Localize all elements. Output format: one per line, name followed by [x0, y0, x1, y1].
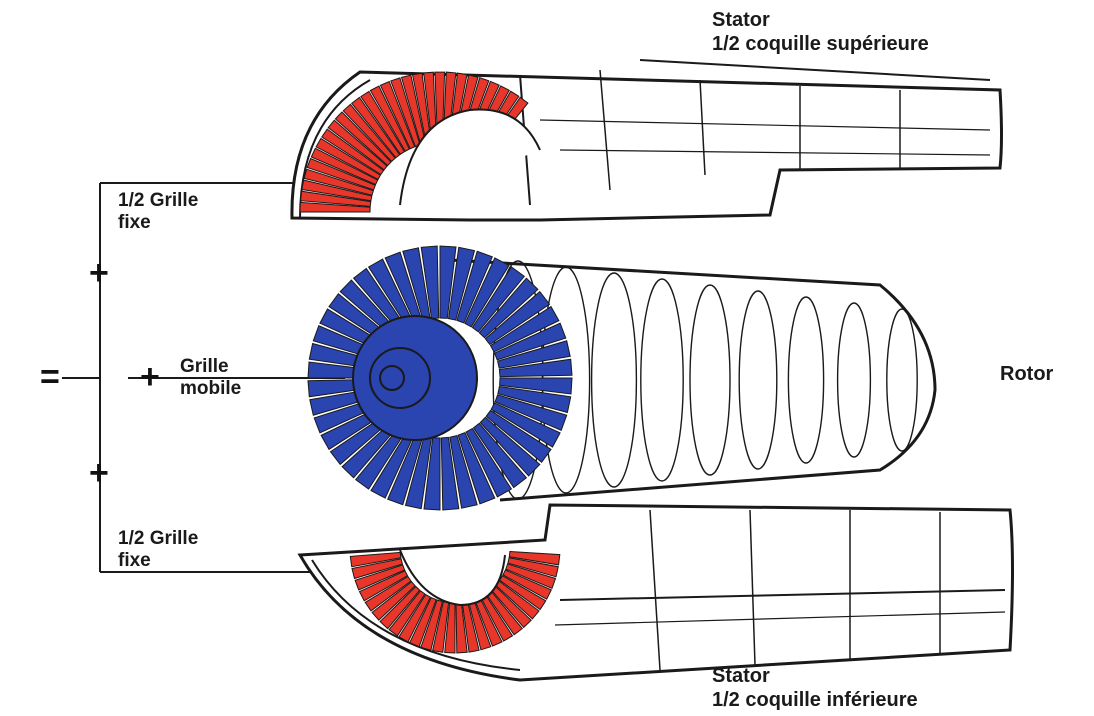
- upper-stator-half-shell: [292, 60, 1002, 220]
- lower-stator-subtitle: 1/2 coquille inférieure: [712, 690, 918, 711]
- upper-fixed-grille-label-line1: 1/2 Grille: [118, 190, 198, 211]
- lower-fixed-grille-label-line1: 1/2 Grille: [118, 528, 198, 549]
- plus-symbol-top: +: [89, 256, 109, 290]
- lower-stator-title: Stator: [712, 666, 770, 687]
- upper-fixed-grille-label-line2: fixe: [118, 212, 151, 233]
- plus-symbol-bottom: +: [89, 456, 109, 490]
- upper-stator-title: Stator: [712, 10, 770, 31]
- moving-grille-label-line2: mobile: [180, 378, 241, 399]
- rotor-label: Rotor: [1000, 364, 1053, 385]
- lower-fixed-grille-label-line2: fixe: [118, 550, 151, 571]
- rotor-assembly: [308, 246, 935, 510]
- upper-stator-subtitle: 1/2 coquille supérieure: [712, 34, 929, 55]
- lower-stator-half-shell: [300, 505, 1013, 680]
- moving-grille-label-line1: Grille: [180, 356, 229, 377]
- equals-symbol: =: [40, 360, 60, 394]
- rotor-hub-bore: [380, 366, 404, 390]
- plus-symbol-middle: +: [140, 360, 160, 394]
